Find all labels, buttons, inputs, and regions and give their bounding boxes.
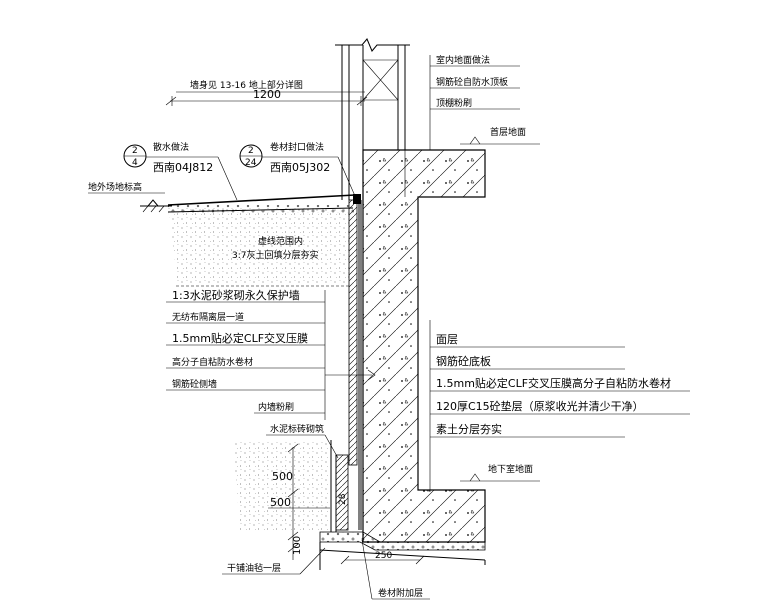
waterproof-layers — [348, 194, 362, 530]
svg-text:首层地面: 首层地面 — [490, 126, 526, 138]
svg-text:素土分层夯实: 素土分层夯实 — [436, 422, 502, 436]
svg-text:100: 100 — [292, 536, 303, 555]
svg-text:4: 4 — [132, 158, 138, 168]
svg-text:地外场地标高: 地外场地标高 — [88, 181, 142, 193]
svg-text:高分子自粘防水卷材: 高分子自粘防水卷材 — [172, 356, 253, 368]
ground-floor-level: 首层地面 — [460, 126, 540, 145]
concrete-wall — [362, 149, 486, 543]
svg-text:墙身见 13-16 地上部分详图: 墙身见 13-16 地上部分详图 — [190, 79, 303, 91]
svg-text:2: 2 — [248, 146, 254, 156]
svg-text:1:3水泥砂浆砌永久保护墙: 1:3水泥砂浆砌永久保护墙 — [172, 288, 300, 302]
svg-text:钢筋砼底板: 钢筋砼底板 — [436, 354, 491, 368]
svg-text:顶棚粉刷: 顶棚粉刷 — [436, 97, 472, 109]
svg-text:西南04J812: 西南04J812 — [153, 161, 213, 174]
felt-layer-label: 干铺油毡一层 — [222, 547, 326, 575]
svg-text:面层: 面层 — [436, 333, 458, 346]
svg-text:2: 2 — [132, 146, 138, 156]
svg-text:地下室地面: 地下室地面 — [488, 463, 533, 475]
ref-membrane-seal: 2 24 卷材封口做法 西南05J302 — [239, 141, 356, 197]
ground-level-label: 地外场地标高 — [88, 181, 165, 194]
svg-text:卷材附加层: 卷材附加层 — [378, 587, 423, 599]
svg-text:120厚C15砼垫层（原浆收光并清少干净）: 120厚C15砼垫层（原浆收光并清少干净） — [436, 399, 644, 413]
svg-text:干铺油毡一层: 干铺油毡一层 — [227, 562, 281, 574]
svg-text:250: 250 — [375, 551, 392, 561]
vertical-dimensions: 500 100 500 28 — [268, 443, 348, 560]
basement-floor-level: 地下室地面 — [460, 463, 540, 482]
backfill-note: 虚线范围内 3:7灰土回填分层夯实 — [232, 235, 319, 261]
svg-text:室内地面做法: 室内地面做法 — [436, 54, 490, 66]
svg-text:水泥标砖砌筑: 水泥标砖砌筑 — [270, 423, 324, 435]
svg-text:1.5mm贴必定CLF交叉压膜高分子自粘防水卷材: 1.5mm贴必定CLF交叉压膜高分子自粘防水卷材 — [436, 376, 671, 390]
top-right-callouts: 室内地面做法 钢筋砼自防水顶板 顶棚粉刷 — [429, 54, 520, 150]
svg-text:24: 24 — [245, 158, 257, 168]
dimension-1200: 1200 墙身见 13-16 地上部分详图 — [165, 79, 368, 106]
upper-wall — [335, 38, 410, 200]
ground-symbol — [140, 199, 172, 213]
svg-text:卷材封口做法: 卷材封口做法 — [270, 141, 324, 153]
left-layer-callouts: 1:3水泥砂浆砌永久保护墙 无纺布隔离层一道 1.5mm贴必定CLF交叉压膜 高… — [166, 288, 376, 420]
svg-text:1.5mm贴必定CLF交叉压膜: 1.5mm贴必定CLF交叉压膜 — [172, 331, 308, 345]
svg-text:内墙粉刷: 内墙粉刷 — [258, 401, 294, 413]
svg-text:钢筋砼侧墙: 钢筋砼侧墙 — [172, 378, 217, 390]
svg-text:无纺布隔离层一道: 无纺布隔离层一道 — [172, 311, 244, 323]
membrane-reinforcement-label: 卷材附加层 — [361, 539, 430, 600]
right-layer-callouts: 面层 钢筋砼底板 1.5mm贴必定CLF交叉压膜高分子自粘防水卷材 120厚C1… — [429, 320, 690, 492]
lower-masonry — [233, 440, 486, 570]
svg-text:3:7灰土回填分层夯实: 3:7灰土回填分层夯实 — [232, 249, 319, 261]
svg-text:散水做法: 散水做法 — [153, 141, 189, 153]
svg-text:28: 28 — [338, 493, 348, 505]
svg-text:钢筋砼自防水顶板: 钢筋砼自防水顶板 — [436, 76, 508, 88]
svg-text:西南05J302: 西南05J302 — [270, 161, 330, 174]
dimension-250: 250 — [340, 551, 425, 565]
svg-text:虚线范围内: 虚线范围内 — [258, 235, 303, 247]
ref-drainage-apron: 2 4 散水做法 西南04J812 — [123, 141, 238, 201]
svg-text:500: 500 — [270, 496, 291, 509]
svg-text:500: 500 — [272, 470, 293, 483]
backfill-soil — [167, 194, 356, 287]
masonry-wall-label: 水泥标砖砌筑 — [266, 423, 339, 459]
svg-text:1200: 1200 — [253, 88, 281, 101]
